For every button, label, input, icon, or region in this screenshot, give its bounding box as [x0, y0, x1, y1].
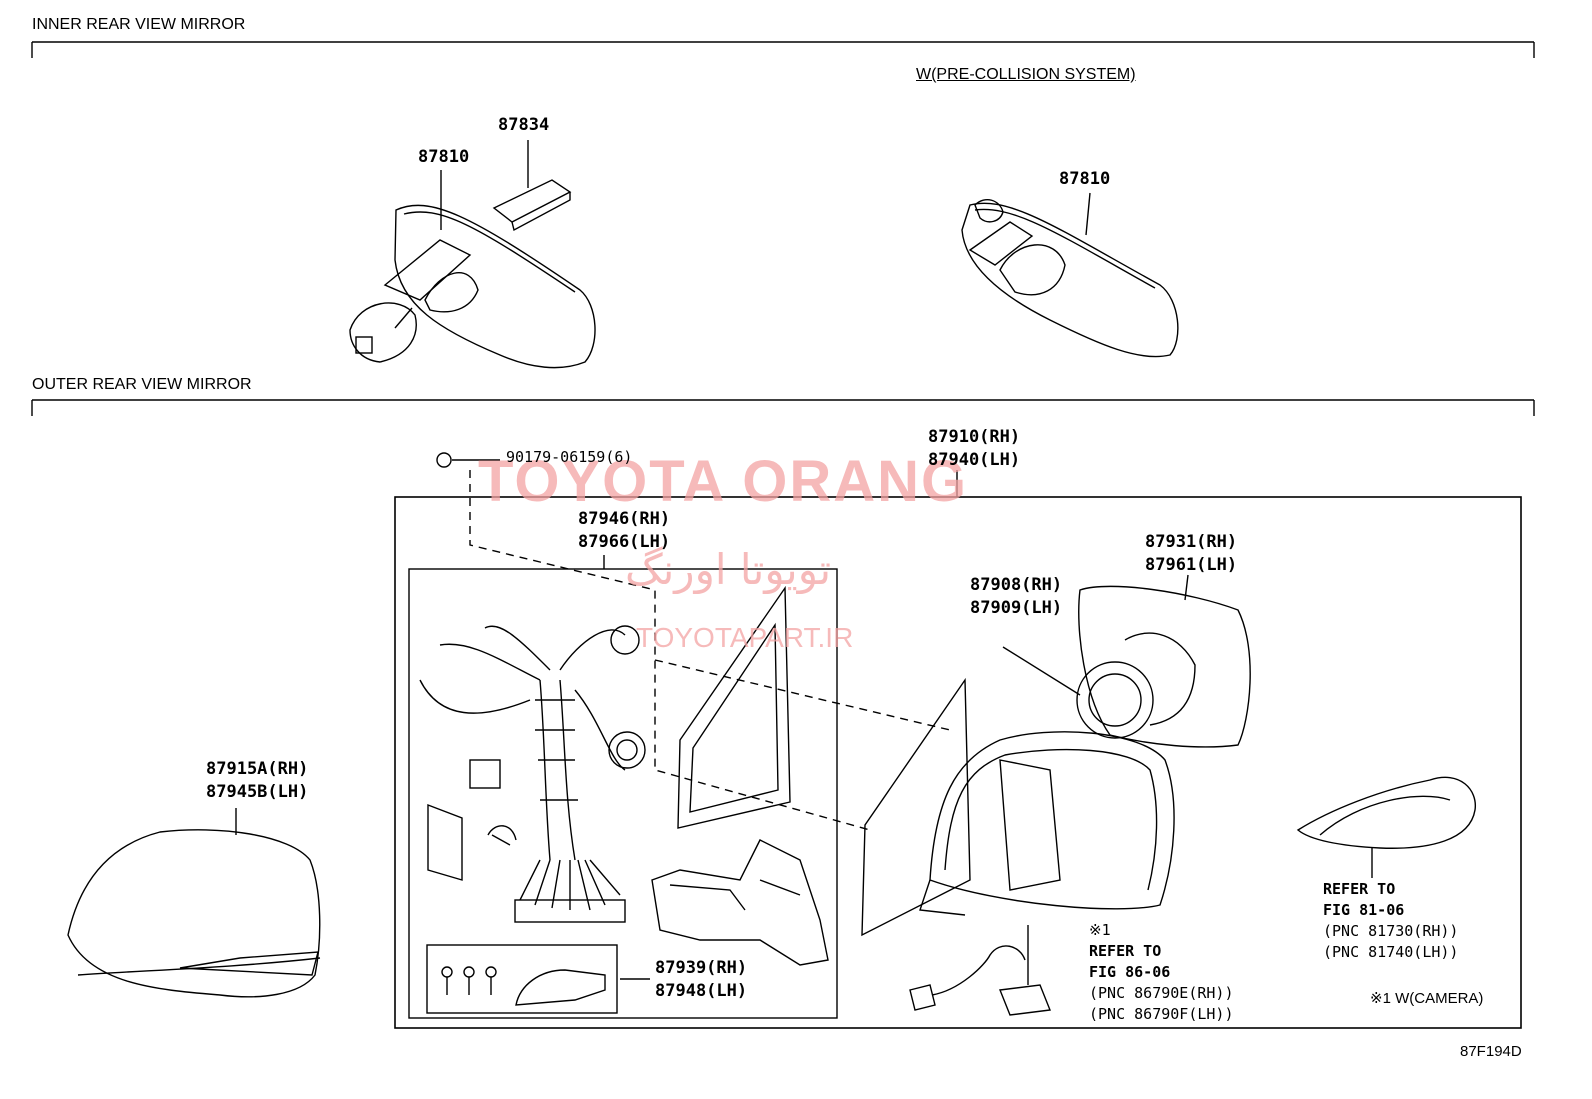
watermark-site: TOYOTAPART.IR — [636, 622, 854, 653]
precollision-label: W(PRE-COLLISION SYSTEM) — [916, 66, 1136, 83]
inner-mirror-left — [349, 170, 596, 369]
refer-camera-mark: ※1 — [1089, 921, 1111, 939]
part-label-87915A: 87915A(RH) — [206, 759, 309, 779]
bracket-87939 — [620, 839, 829, 980]
part-label-87810-left: 87810 — [418, 147, 470, 167]
part-label-87948: 87948(LH) — [655, 981, 748, 1001]
harness-box — [408, 568, 838, 1019]
part-label-87945B: 87945B(LH) — [206, 782, 309, 802]
inner-mirror-right — [961, 192, 1179, 358]
wire-harness — [419, 625, 646, 923]
part-label-87910: 87910(RH) — [928, 427, 1021, 447]
assembly-box — [394, 496, 1522, 1029]
refer-camera-line3: (PNC 86790E(RH)) — [1089, 984, 1234, 1002]
refer-lamp-line1: REFER TO — [1323, 880, 1396, 898]
side-turn-lamp — [1296, 776, 1476, 878]
side-camera — [909, 925, 1051, 1016]
refer-camera-line2: FIG 86-06 — [1089, 963, 1171, 981]
refer-camera-line4: (PNC 86790F(LH)) — [1089, 1005, 1234, 1023]
screw-box — [426, 944, 618, 1014]
refer-lamp-line4: (PNC 81740(LH)) — [1323, 943, 1459, 961]
section-title-inner: INNER REAR VIEW MIRROR — [32, 16, 246, 33]
base-plate — [677, 585, 791, 829]
mirror-housing — [861, 677, 1175, 937]
part-label-87939: 87939(RH) — [655, 958, 748, 978]
refer-lamp-line2: FIG 81-06 — [1323, 901, 1405, 919]
figure-code: 87F194D — [1460, 1043, 1522, 1060]
part-label-87810-right: 87810 — [1059, 169, 1111, 189]
part-label-87961: 87961(LH) — [1145, 555, 1238, 575]
part-label-bolt: 90179-06159(6) — [506, 448, 633, 466]
watermark-brand: TOYOTA ORANG — [478, 449, 969, 514]
section-bracket-outer — [31, 399, 1535, 416]
bolt-90179 — [436, 452, 951, 831]
part-label-87940: 87940(LH) — [928, 450, 1021, 470]
part-label-87946: 87946(RH) — [578, 509, 671, 529]
part-87834-cover — [492, 140, 572, 232]
section-title-outer: OUTER REAR VIEW MIRROR — [32, 376, 252, 393]
part-label-87909: 87909(LH) — [970, 598, 1063, 618]
part-label-87908: 87908(RH) — [970, 575, 1063, 595]
refer-lamp-line3: (PNC 81730(RH)) — [1323, 922, 1459, 940]
mirror-glass — [1078, 574, 1251, 748]
refer-camera-line1: REFER TO — [1089, 942, 1162, 960]
part-label-87834: 87834 — [498, 115, 550, 135]
part-label-87931: 87931(RH) — [1145, 532, 1238, 552]
camera-footnote: ※1 W(CAMERA) — [1370, 990, 1484, 1007]
mirror-actuator — [1002, 646, 1154, 739]
section-bracket-inner — [31, 41, 1535, 58]
mirror-cover — [67, 808, 321, 998]
watermark-persian: تویوتا اورنگ — [625, 545, 832, 594]
part-label-87966: 87966(LH) — [578, 532, 671, 552]
screws — [441, 966, 606, 1006]
